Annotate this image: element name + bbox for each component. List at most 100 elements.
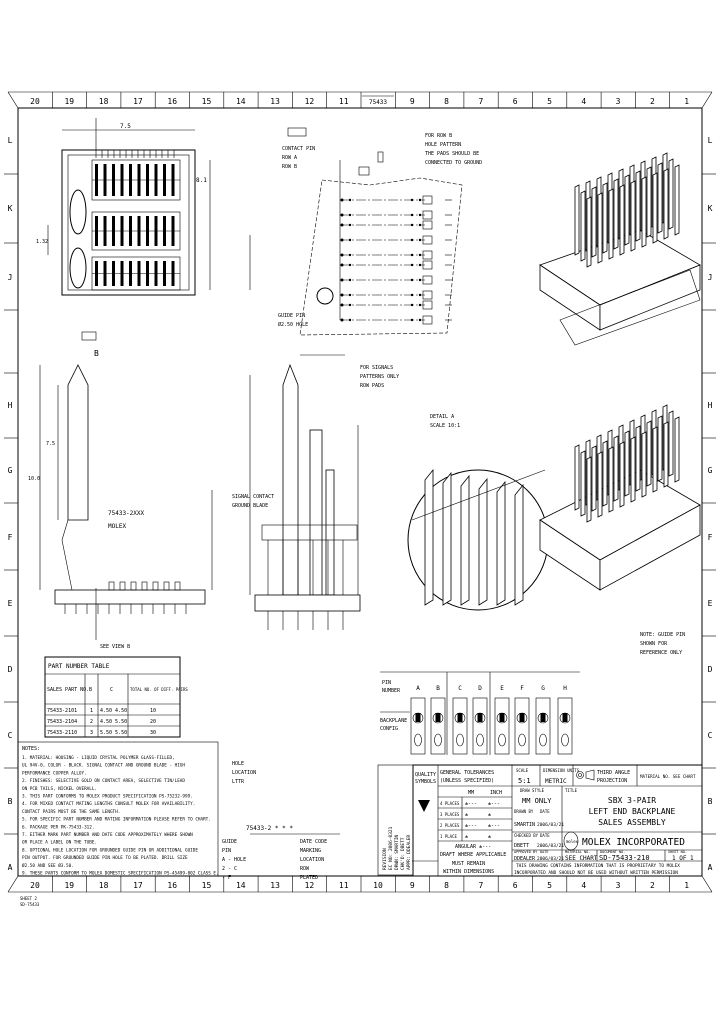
- part-table-title: PART NUMBER TABLE: [48, 663, 110, 670]
- drawing-line: [64, 581, 187, 614]
- note-line: 6. PACKAGE PER PK-75433-312.: [22, 824, 94, 830]
- part-table-cell: 1: [90, 708, 93, 714]
- molex-logo: molex: [563, 831, 579, 851]
- sheet-label: SHEET NO.: [668, 850, 687, 854]
- zone-column-label: 8: [444, 881, 449, 890]
- zone-row-label: F: [8, 533, 13, 542]
- zone-column-label: 8: [444, 97, 449, 106]
- pad: [348, 303, 352, 307]
- note-right-2: HOLE PATTERN: [425, 142, 461, 148]
- pad: [410, 223, 414, 227]
- side-view-contacts: SIGNAL CONTACT GROUND BLADE: [232, 363, 361, 630]
- proprietary-notice: THIS DRAWING CONTAINS INFORMATION THAT I…: [516, 863, 680, 869]
- drawing-line: [44, 656, 181, 738]
- iso-note-3: REFERENCE ONLY: [640, 650, 682, 656]
- approved-by-label: APPROVED BY: [514, 850, 538, 854]
- zone-row-label: C: [708, 731, 713, 740]
- zone-column-label: 2: [650, 97, 655, 106]
- view-label-b: B: [94, 349, 99, 358]
- drawing-line: [254, 594, 361, 612]
- datum-box: [422, 235, 433, 245]
- zone-row-label: A: [8, 863, 13, 872]
- part-table-header: TOTAL NO. OF DIFF. PAIRS: [130, 687, 188, 692]
- note-ground-blade: GROUND BLADE: [232, 503, 268, 509]
- pad: [418, 303, 422, 307]
- housing-marking: 75433-2XXX: [108, 510, 145, 517]
- drawing-line: [309, 429, 323, 596]
- zone-row-label: J: [708, 273, 713, 282]
- zone-column-label: 18: [99, 97, 109, 106]
- note-bottom-2: PATTERNS ONLY: [360, 374, 399, 380]
- date-label: DATE: [540, 809, 550, 814]
- contact-head: [119, 581, 126, 591]
- note-signal-contact: SIGNAL CONTACT: [232, 494, 274, 500]
- zone-column-label: 16: [167, 881, 177, 890]
- pin-column: [410, 697, 426, 755]
- blade: [460, 474, 470, 606]
- projection-label: PROJECTION: [597, 778, 627, 784]
- drawing-line: [411, 468, 546, 606]
- drawing-line: [599, 264, 701, 331]
- pad: [418, 263, 422, 267]
- iso-contact: [646, 420, 652, 487]
- datum-box: [422, 210, 433, 220]
- contact-head: [152, 581, 159, 591]
- iso-contact: [591, 445, 597, 512]
- iso-contact: [657, 415, 663, 482]
- see-view-label: SEE VIEW B: [100, 644, 130, 650]
- angular-tolerance: ANGULAR ±---: [455, 844, 491, 850]
- iso-contact: [608, 446, 614, 513]
- scale-value: 5:1: [518, 777, 531, 785]
- drawing-line: [69, 189, 87, 235]
- zone-column-label: 13: [270, 97, 280, 106]
- drawn-by-value: SMARTIN: [514, 822, 535, 828]
- units-value: METRIC: [545, 778, 567, 785]
- zone-column-label: 17: [133, 97, 143, 106]
- ground-symbol: [476, 733, 484, 747]
- iso-contact: [597, 192, 603, 264]
- footer-stamp: SHEET 2 SD-75433: [20, 896, 40, 907]
- marking-cell: A - HOLE: [222, 857, 246, 863]
- ground-symbol: [456, 733, 464, 747]
- datum-box: [422, 300, 433, 310]
- iso-contact: [574, 184, 580, 256]
- tolerance-mm: ±: [465, 812, 468, 818]
- marking-table-title: 75433-2 * * *: [246, 825, 293, 832]
- pad: [340, 253, 344, 257]
- pad: [348, 223, 352, 227]
- pin-label: 7.5: [46, 441, 55, 447]
- iso-contact: [641, 176, 647, 248]
- drawing-line: [69, 247, 87, 289]
- drawing-line: [282, 363, 299, 596]
- iso-contact: [652, 172, 658, 244]
- drawing-line: [325, 469, 335, 596]
- part-table-cell: 5.50 5.50: [100, 730, 127, 736]
- contact-fill: [499, 713, 505, 722]
- pad: [348, 263, 352, 267]
- zone-column-label: 4: [581, 881, 586, 890]
- drawing-line: [412, 764, 703, 877]
- iso-contact: [624, 174, 630, 246]
- zone-column-label: 19: [64, 97, 74, 106]
- contact-head: [130, 581, 137, 591]
- marking-cell: MARKING: [300, 848, 321, 854]
- pin-column-label: C: [458, 685, 462, 692]
- pad: [410, 293, 414, 297]
- iso-contact: [668, 158, 674, 230]
- contact-fill: [540, 713, 546, 722]
- title-label: TITLE: [565, 788, 578, 793]
- date-label: DATE: [540, 833, 550, 838]
- hole-note-line: LOCATION: [232, 770, 256, 776]
- part-table-cell: 75433-2101: [47, 708, 77, 714]
- iso-contact: [591, 186, 597, 258]
- ground-symbol: [434, 733, 442, 747]
- pad: [410, 303, 414, 307]
- zone-row-label: L: [8, 136, 13, 145]
- zone-row-label: B: [8, 797, 13, 806]
- drawing-line: [261, 524, 358, 541]
- note-line: PIN OUTPUT. FOR GROUNDED GUIDE PIN HOLE …: [22, 855, 188, 861]
